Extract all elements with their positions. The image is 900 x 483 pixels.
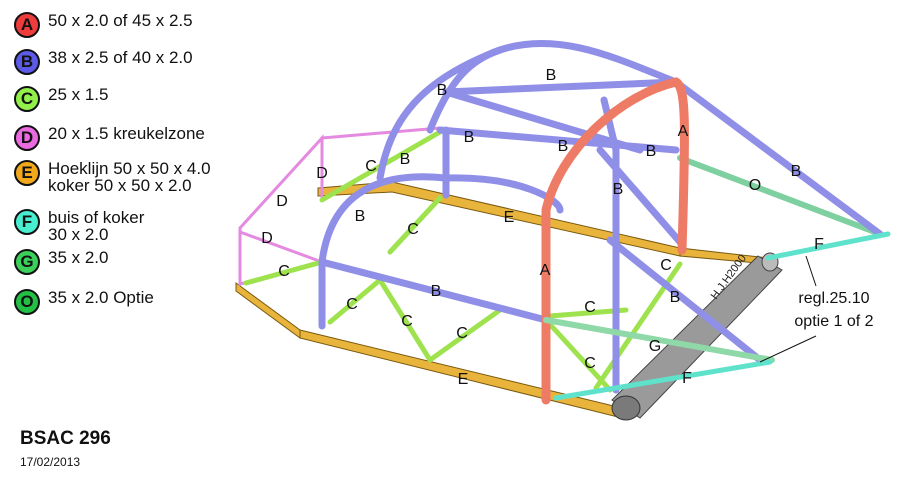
tube-label-B: B (791, 163, 802, 180)
tube-label-D: D (276, 193, 288, 210)
tubes-C (243, 129, 683, 393)
tube-label-B: B (646, 143, 657, 160)
exhaust-pipe (611, 252, 783, 421)
annotation-leader (759, 335, 817, 363)
legend-badge-e: E (14, 160, 40, 186)
legend-item-o: O 35 x 2.0 Optie (14, 289, 154, 315)
tube-label-E: E (504, 209, 515, 226)
tube-label-F: F (814, 236, 824, 253)
legend-badge-d: D (14, 125, 40, 151)
legend-line: 30 x 2.0 (48, 225, 109, 244)
legend-line: 35 x 2.0 (48, 248, 109, 267)
tubes-O (677, 155, 883, 237)
tube-label-B: B (431, 283, 442, 300)
tube-label-G: G (649, 338, 661, 355)
tube-label-B: B (546, 67, 557, 84)
legend-text: 25 x 1.5 (48, 86, 109, 103)
legend-item-b: B 38 x 2.5 of 40 x 2.0 (14, 49, 193, 75)
legend-line: koker 50 x 50 x 2.0 (48, 176, 192, 195)
tube-labels: B B B B B B B B B B B A A C C C C C C C … (261, 67, 824, 388)
legend-text: 35 x 2.0 Optie (48, 289, 154, 306)
legend-item-g: G 35 x 2.0 (14, 249, 109, 275)
tube-label-A: A (678, 123, 689, 140)
legend-text: 20 x 1.5 kreukelzone (48, 125, 205, 142)
tube-label-D: D (316, 165, 328, 182)
tube-label-B: B (613, 181, 624, 198)
legend-item-a: A 50 x 2.0 of 45 x 2.5 (14, 12, 193, 38)
tube-label-E: E (458, 371, 469, 388)
tubes-F (553, 231, 891, 401)
tube-label-B: B (558, 138, 569, 155)
legend-line: buis of koker (48, 208, 145, 227)
tube-E-upper (317, 181, 681, 257)
legend-text: 35 x 2.0 (48, 249, 109, 266)
tube-E-lower (235, 282, 301, 339)
tube-label-B: B (437, 82, 448, 99)
tube-label-C: C (401, 313, 413, 330)
legend-item-d: D 20 x 1.5 kreukelzone (14, 125, 205, 151)
tubes-G (543, 317, 775, 363)
drawing-title: BSAC 296 (20, 428, 111, 449)
tube-label-B: B (464, 129, 475, 146)
tubes-D (238, 126, 442, 286)
tube-label-D: D (261, 230, 273, 247)
legend-line: 50 x 2.0 of 45 x 2.5 (48, 11, 193, 30)
tube-label-B: B (400, 151, 411, 168)
tube-label-C: C (346, 296, 358, 313)
legend-item-c: C 25 x 1.5 (14, 86, 109, 112)
legend-line: Hoeklijn 50 x 50 x 4.0 (48, 159, 211, 178)
legend-text: 38 x 2.5 of 40 x 2.0 (48, 49, 193, 66)
tube-label-C: C (456, 325, 468, 342)
legend-badge-o: O (14, 289, 40, 315)
tube-label-C: C (365, 158, 377, 175)
legend-badge-g: G (14, 249, 40, 275)
legend-text: 50 x 2.0 of 45 x 2.5 (48, 12, 193, 29)
tube-label-C: C (660, 257, 672, 274)
legend-badge-f: F (14, 209, 40, 235)
tube-label-F: F (682, 370, 692, 387)
tube-label-C: C (278, 263, 290, 280)
tube-label-C: C (407, 221, 419, 238)
annotation-line-1: regl.25.10 (798, 290, 869, 307)
tubes-A (541, 77, 689, 405)
legend-badge-a: A (14, 12, 40, 38)
legend-line: 35 x 2.0 Optie (48, 288, 154, 307)
tubes-B (318, 39, 884, 394)
drawing-date: 17/02/2013 (20, 455, 81, 469)
annotation-line-2: optie 1 of 2 (794, 313, 873, 330)
tube-label-C: C (584, 299, 596, 316)
legend-badge-c: C (14, 86, 40, 112)
tube-label-B: B (355, 208, 366, 225)
annotation-leader (805, 255, 817, 287)
legend-badge-b: B (14, 49, 40, 75)
tube-label-C: C (584, 355, 596, 372)
legend-line: 25 x 1.5 (48, 85, 109, 104)
tube-label-A: A (540, 262, 551, 279)
tube-label-B: B (670, 289, 681, 306)
legend-line: 38 x 2.5 of 40 x 2.0 (48, 48, 193, 67)
legend-line: 20 x 1.5 kreukelzone (48, 124, 205, 143)
tube-label-O: O (749, 177, 761, 194)
